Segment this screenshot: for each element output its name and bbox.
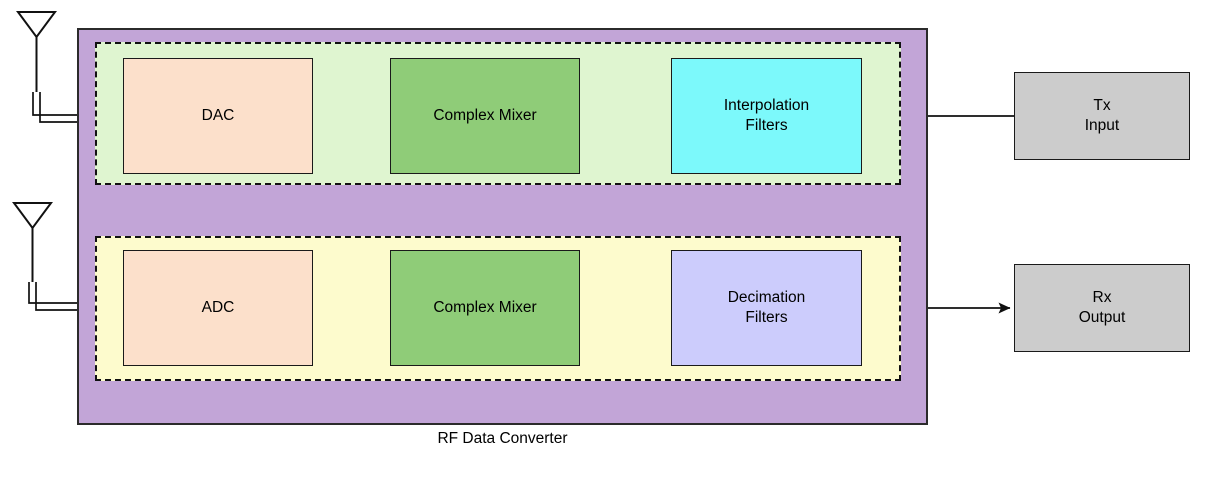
block-tx-input[interactable]: Tx Input <box>1014 72 1190 160</box>
block-decimation-filters[interactable]: Decimation Filters <box>671 250 862 366</box>
block-interpolation-filters[interactable]: Interpolation Filters <box>671 58 862 174</box>
rx-antenna-icon <box>12 202 53 282</box>
block-complex-mixer-tx[interactable]: Complex Mixer <box>390 58 580 174</box>
block-rx-output[interactable]: Rx Output <box>1014 264 1190 352</box>
diagram-caption: RF Data Converter <box>437 430 568 447</box>
block-adc[interactable]: ADC <box>123 250 313 366</box>
block-complex-mixer-rx[interactable]: Complex Mixer <box>390 250 580 366</box>
block-dac[interactable]: DAC <box>123 58 313 174</box>
tx-antenna-icon <box>16 11 57 92</box>
